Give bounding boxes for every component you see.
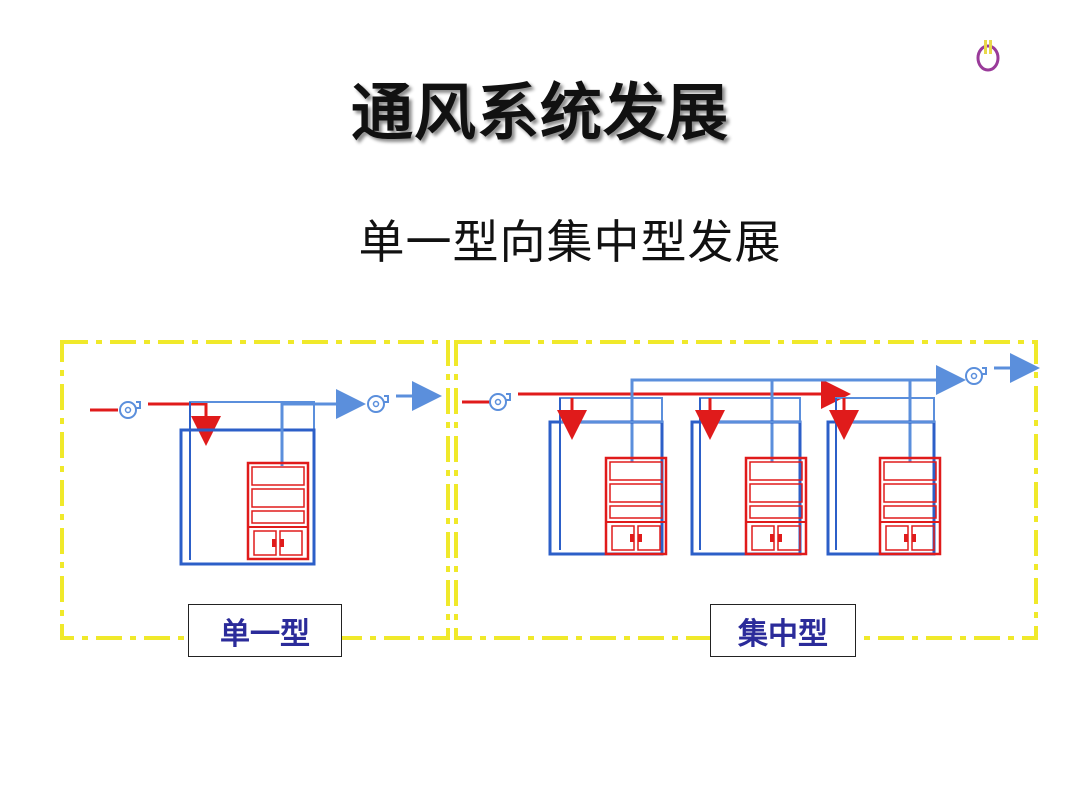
centralized-type-system [462,353,1040,556]
single-type-frame [60,340,450,640]
fume-hood-icon [246,461,310,561]
room [690,397,808,556]
single-type-system [90,381,442,566]
fan-icon [489,393,511,411]
fan-icon [119,401,141,419]
centralized-type-label: 集中型 [710,604,856,657]
fume-hood-icon [744,456,808,556]
fume-hood-icon [878,456,942,556]
slide-subtitle: 单一型向集中型发展 [358,215,782,269]
room [826,397,942,556]
room [179,428,316,566]
fan-icon [965,367,987,385]
slide-title: 通风系统发展 [350,76,729,149]
single-type-label: 单一型 [188,604,342,657]
room [548,397,668,556]
fan-icon [367,395,389,413]
fume-hood-icon [604,456,668,556]
logo-icon [976,40,1000,72]
